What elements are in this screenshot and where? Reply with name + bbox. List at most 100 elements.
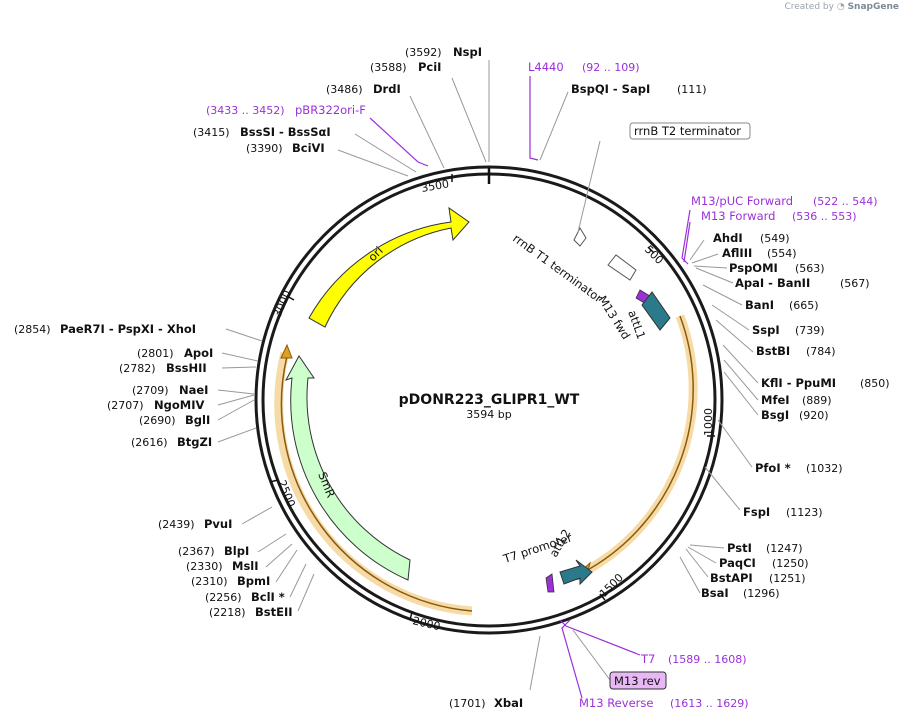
site-fspi: FspI(1123)	[743, 505, 823, 519]
site-ahdi: AhdI (549)	[713, 231, 790, 245]
site-bani: BanI(665)	[745, 298, 819, 312]
primer-m13-forward: M13 Forward (536 .. 553)	[701, 209, 857, 223]
ori-feature	[308, 206, 470, 328]
site-btgzi-num: (2616)	[131, 436, 168, 449]
site-bsssi-name: BssSI - BssSαI	[240, 125, 331, 139]
site-bsai-num: (1296)	[743, 587, 780, 600]
primer-m13-forward-name: M13 Forward	[701, 209, 775, 223]
site-naei-name: NaeI	[179, 383, 208, 397]
site-bstbi: BstBI(784)	[756, 344, 836, 358]
site-bpmi: (2310) BpmI	[191, 574, 270, 588]
site-paqci: PaqCI(1250)	[719, 556, 809, 570]
site-bsteii-name: BstEII	[255, 605, 293, 619]
primer-pbr322ori-f-name: pBR322ori-F	[295, 103, 366, 117]
site-afliii: AflIII(554)	[722, 246, 797, 260]
site-psti-num: (1247)	[766, 542, 803, 555]
site-bsgi-name: BsgI	[761, 408, 789, 422]
site-blpi-num: (2367)	[178, 545, 215, 558]
primer-l4440-range: (92 .. 109)	[582, 61, 640, 74]
site-sspi-num: (739)	[795, 324, 825, 337]
primer-l4440: L4440(92 .. 109)	[528, 60, 640, 74]
site-pspomi-num: (563)	[795, 262, 825, 275]
site-apai-num: (567)	[840, 277, 870, 290]
site-bstapi-num: (1251)	[769, 572, 806, 585]
site-ngomiv-num: (2707)	[107, 399, 144, 412]
site-psti: PstI (1247)	[727, 541, 803, 555]
site-mfei-num: (889)	[802, 394, 832, 407]
site-nspi: (3592)NspI	[405, 45, 482, 59]
site-bstapi: BstAPI (1251)	[710, 571, 806, 585]
site-bgli-name: BglI	[185, 413, 210, 427]
site-psti-name: PstI	[727, 541, 752, 555]
site-msli: (2330)MslI	[186, 559, 259, 573]
site-bspqi-name: BspQI - SapI	[571, 82, 650, 96]
site-bgli: (2690)BglI	[139, 413, 210, 427]
site-nspi-num: (3592)	[405, 46, 442, 59]
backbone-outer	[254, 165, 724, 635]
site-pspomi-name: PspOMI	[729, 261, 778, 275]
site-bsshii-name: BssHII	[166, 361, 207, 375]
primer-m13-reverse-name: M13 Reverse	[579, 696, 653, 710]
site-bsai-name: BsaI	[701, 586, 729, 600]
site-paqci-num: (1250)	[772, 557, 809, 570]
smr-arc-head	[280, 343, 293, 359]
site-bsshii: (2782)BssHII	[119, 361, 207, 375]
site-bspqi-num: (111)	[677, 83, 707, 96]
site-pvui: (2439) PvuI	[158, 517, 232, 531]
site-bpmi-name: BpmI	[237, 574, 270, 588]
site-msli-num: (2330)	[186, 560, 223, 573]
tick-3000: 3000	[271, 288, 294, 319]
site-pcii: (3588)PciI	[370, 60, 441, 74]
site-drdi-num: (3486)	[326, 83, 363, 96]
tick-1500: 1500	[597, 571, 626, 600]
site-paer7i-name: PaeR7I - PspXI - XhoI	[60, 322, 196, 336]
tick-2000: 2000	[411, 614, 441, 633]
primer-pbr322ori-f-range: (3433 .. 3452)	[206, 104, 285, 117]
site-paer7i: (2854)PaeR7I - PspXI - XhoI	[14, 322, 196, 336]
site-sspi-name: SspI	[752, 323, 780, 337]
plasmid-name: pDONR223_GLIPR1_WT	[399, 392, 580, 408]
tick-1000: 1000	[702, 408, 715, 436]
site-naei: (2709)NaeI	[132, 383, 208, 397]
site-kfli-name: KflI - PpuMI	[761, 376, 836, 390]
m13-rev-box-label: M13 rev	[614, 674, 661, 688]
site-pvui-num: (2439)	[158, 518, 195, 531]
site-pspomi: PspOMI (563)	[729, 261, 825, 275]
primer-m13-forward-range: (536 .. 553)	[792, 210, 857, 223]
credit-brand: SnapGene	[847, 2, 899, 12]
orf-arc-line	[581, 315, 694, 574]
site-xbai: (1701)XbaI	[449, 696, 523, 710]
primer-pbr322ori-f: (3433 .. 3452) pBR322ori-F	[206, 103, 366, 117]
site-bcivi: (3390)BciVI	[246, 141, 325, 155]
attl2-feature	[559, 559, 593, 586]
site-ahdi-name: AhdI	[713, 231, 743, 245]
site-xbai-name: XbaI	[494, 696, 523, 710]
primer-marks	[369, 76, 691, 699]
site-bstbi-num: (784)	[806, 345, 836, 358]
site-apoi: (2801)ApoI	[137, 346, 213, 360]
site-bstapi-name: BstAPI	[710, 571, 753, 585]
site-bpmi-num: (2310)	[191, 575, 228, 588]
site-pcii-name: PciI	[418, 60, 441, 74]
site-pvui-name: PvuI	[204, 517, 232, 531]
site-kfli: KflI - PpuMI(850)	[761, 376, 890, 390]
tick-500: 500	[642, 243, 666, 267]
site-labels: (3592)NspI (3588)PciI (3486)DrdI (3415)B…	[14, 45, 890, 710]
rrnb-t2-box: rrnB T2 terminator	[629, 122, 751, 140]
site-apai: ApaI - BanII(567)	[735, 276, 870, 290]
site-ngomiv-name: NgoMIV	[154, 398, 204, 412]
site-mfei: MfeI(889)	[761, 393, 832, 407]
t7-promoter-feature	[545, 573, 555, 593]
attl1-feature	[641, 291, 671, 331]
site-bsai: BsaI (1296)	[701, 586, 780, 600]
site-btgzi-name: BtgZI	[177, 435, 212, 449]
credit: Created by ◔ SnapGene	[784, 2, 899, 12]
site-bsteii: (2218)BstEII	[209, 605, 293, 619]
site-ahdi-num: (549)	[760, 232, 790, 245]
rrnb-t2-box-label: rrnB T2 terminator	[634, 124, 741, 138]
site-bcivi-num: (3390)	[246, 142, 283, 155]
plasmid-length: 3594 bp	[466, 408, 511, 421]
site-pfoi-num: (1032)	[806, 462, 843, 475]
primer-t7-name: T7	[640, 652, 655, 666]
